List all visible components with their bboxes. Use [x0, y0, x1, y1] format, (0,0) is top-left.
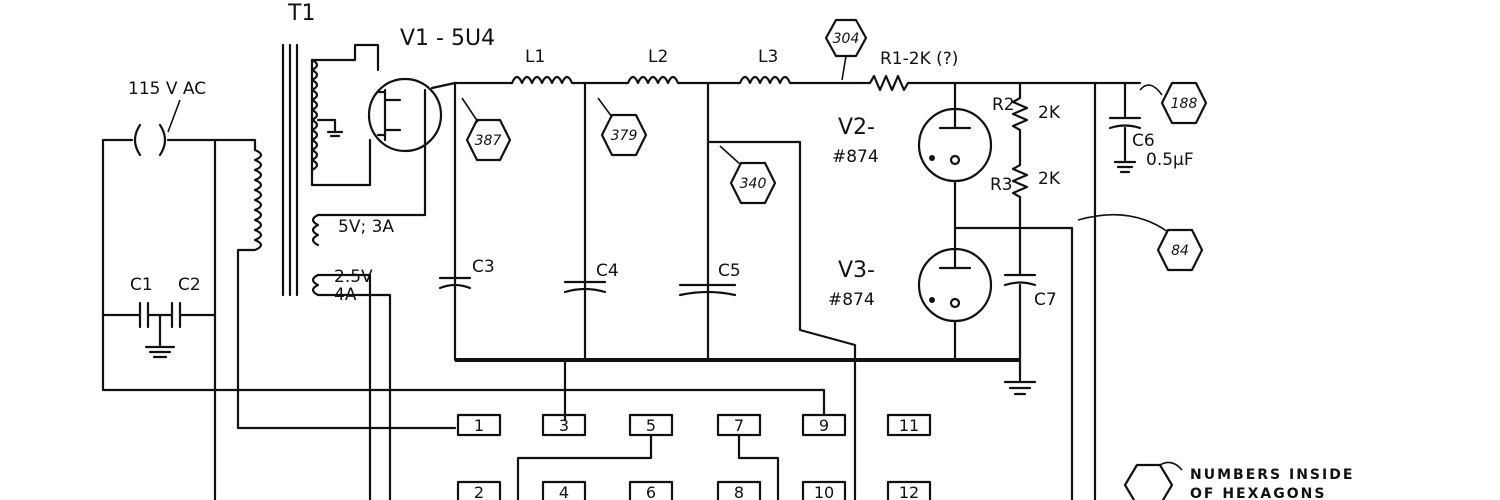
c2-label: C2	[178, 275, 201, 295]
ground-symbol	[1003, 358, 1037, 396]
c1-label: C1	[130, 275, 153, 295]
v3-name: V3-	[838, 258, 875, 283]
capacitor-c5	[678, 283, 737, 297]
svg-text:387: 387	[475, 133, 502, 149]
regulator-tube-v2	[917, 81, 993, 230]
r1-label: R1-2K (?)	[880, 49, 958, 69]
capacitor-c4	[563, 280, 607, 294]
capacitor-c7	[1003, 273, 1037, 287]
ac-plug-symbol	[133, 99, 181, 157]
filament-25v-label-a: 2.5V	[334, 267, 373, 287]
resistor-r3	[1011, 163, 1029, 230]
c6-label: C6	[1132, 131, 1155, 151]
hex-tag-188: 188	[1139, 81, 1208, 125]
legend-line-1: NUMBERS INSIDE	[1190, 467, 1354, 483]
filament-5v-winding	[311, 138, 427, 247]
rectifier-label: V1 - 5U4	[400, 26, 495, 51]
inductor-l2	[626, 75, 742, 85]
svg-text:10: 10	[814, 483, 834, 500]
svg-text:3: 3	[559, 416, 569, 435]
svg-text:12: 12	[899, 483, 919, 500]
hv-secondary-winding	[310, 43, 380, 187]
tap-340-wire	[706, 140, 857, 500]
c7-label: C7	[1034, 290, 1057, 310]
legend-line-2: OF HEXAGONS	[1190, 486, 1326, 500]
r3-value: 2K	[1038, 169, 1061, 189]
midpoint-wire	[953, 226, 1074, 500]
ac-line-wire	[101, 138, 242, 392]
svg-text:7: 7	[734, 416, 744, 435]
svg-text:188: 188	[1171, 96, 1198, 112]
c4-label: C4	[596, 261, 619, 281]
c5-label: C5	[718, 261, 741, 281]
inductor-l1	[510, 75, 630, 85]
svg-text:84: 84	[1171, 243, 1189, 259]
r2-label: R2	[992, 95, 1015, 115]
rectifier-tube-v1	[367, 77, 457, 153]
filament-25v-winding	[311, 273, 392, 500]
v3-type: #874	[828, 290, 875, 310]
legend-hexagon-icon	[1123, 461, 1183, 500]
svg-text:1: 1	[474, 416, 484, 435]
transformer-label: T1	[287, 1, 315, 26]
v2-type: #874	[832, 147, 879, 167]
c3-label: C3	[472, 257, 495, 277]
c1-c2-capacitors	[101, 301, 217, 359]
svg-text:9: 9	[819, 416, 829, 435]
terminal-wiring	[238, 388, 826, 500]
ac-input-label: 115 V AC	[128, 79, 206, 99]
l3-label: L3	[758, 47, 778, 67]
svg-text:5: 5	[646, 416, 656, 435]
svg-text:11: 11	[899, 416, 919, 435]
svg-text:6: 6	[646, 483, 656, 500]
v2-name: V2-	[838, 115, 875, 140]
primary-winding	[236, 148, 457, 430]
capacitor-c6	[1108, 81, 1142, 174]
terminal-row-top: 1 3 5 7 9 11	[456, 413, 932, 437]
svg-text:304: 304	[833, 31, 860, 47]
hex-tag-340: 340	[719, 145, 777, 205]
ac-line-wire-2	[166, 138, 257, 152]
svg-text:4: 4	[559, 483, 569, 500]
resistor-r2	[1011, 81, 1029, 167]
hex-tag-387: 387	[461, 97, 512, 162]
regulator-tube-v3	[917, 226, 993, 362]
l1-label: L1	[525, 47, 545, 67]
svg-text:379: 379	[611, 128, 638, 144]
hex-tag-84: 84	[1077, 213, 1204, 272]
svg-text:2: 2	[474, 483, 484, 500]
svg-text:340: 340	[740, 176, 767, 192]
inductor-l3	[738, 75, 850, 85]
l2-label: L2	[648, 47, 668, 67]
c6-value: 0.5µF	[1146, 150, 1194, 170]
terminal-row-bottom: 2 4 6 8 10 12	[456, 480, 932, 500]
capacitor-c3	[438, 276, 472, 290]
r3-label: R3	[990, 175, 1013, 195]
svg-text:8: 8	[734, 483, 744, 500]
hex-tag-379: 379	[597, 97, 648, 157]
hex-tag-304: 304	[824, 18, 868, 81]
r2-value: 2K	[1038, 103, 1061, 123]
filament-5v-label: 5V; 3A	[338, 217, 394, 237]
resistor-r1	[846, 74, 1142, 92]
transformer-core	[281, 43, 299, 297]
filament-25v-label-b: 4A	[334, 285, 357, 305]
